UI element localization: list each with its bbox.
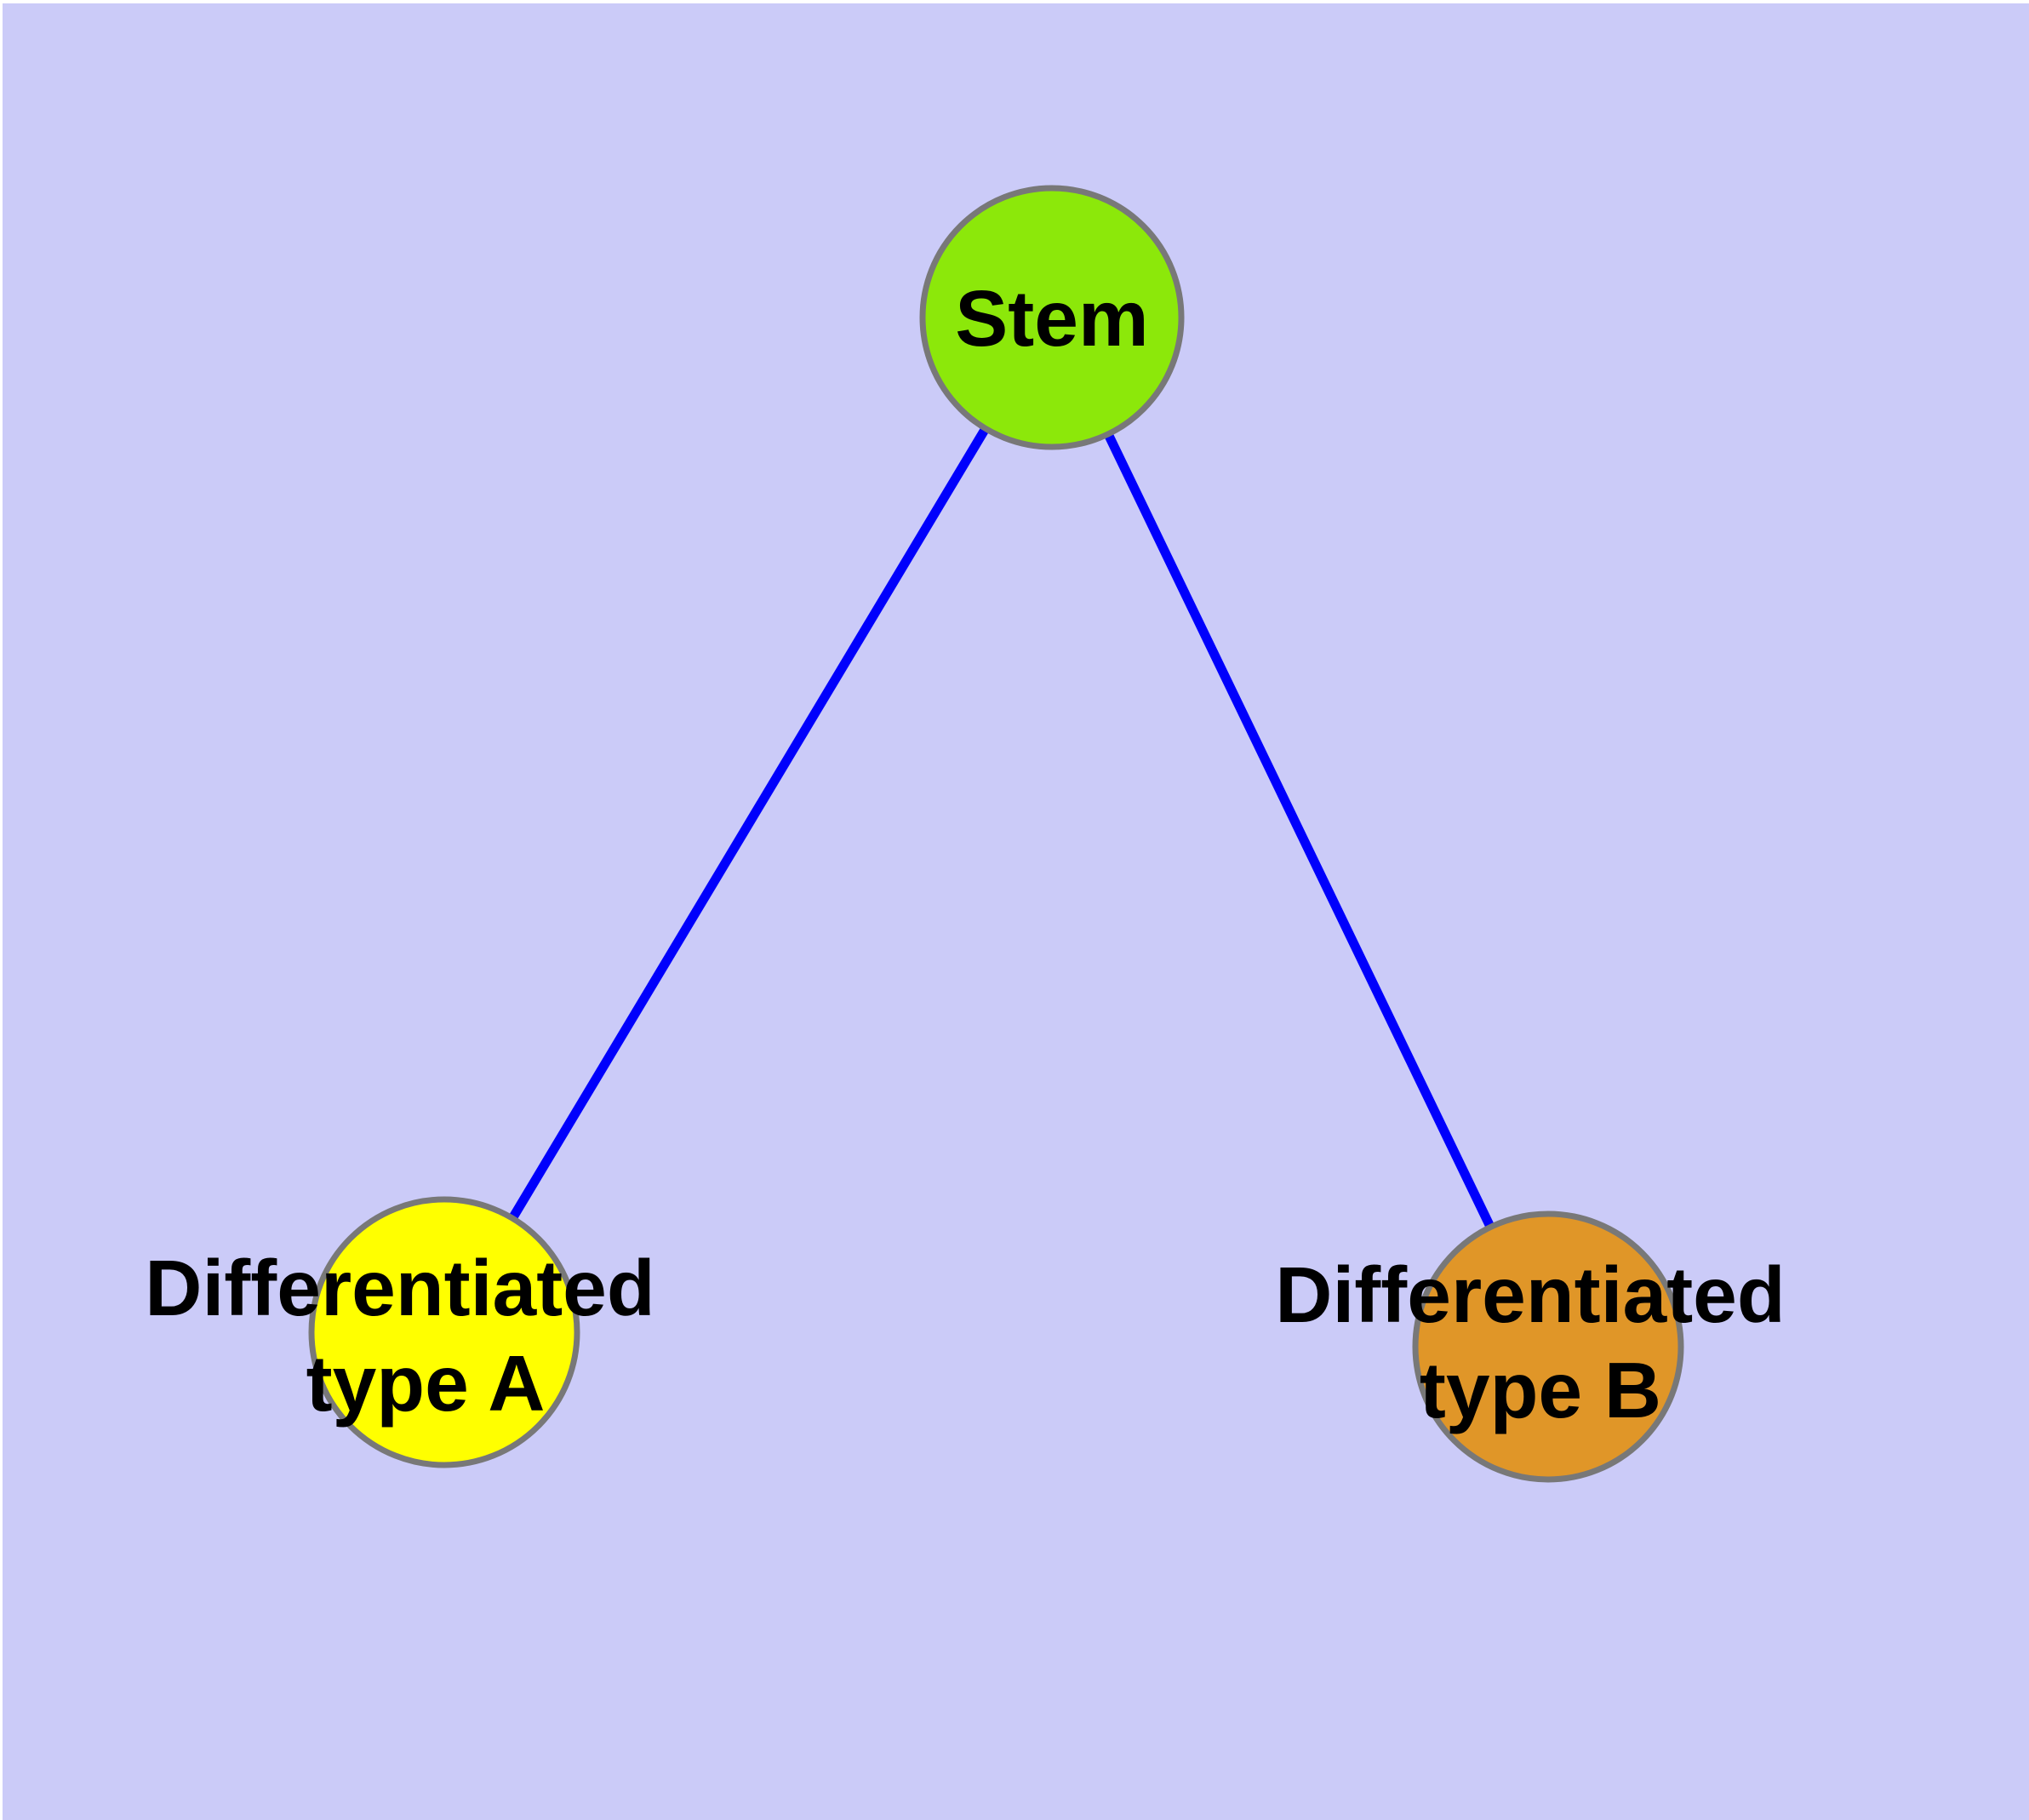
node-type-b-label-line2: type B <box>1420 1346 1661 1434</box>
left-frame-edge <box>0 0 3 1820</box>
node-stem-circle <box>919 185 1185 450</box>
top-frame-edge <box>0 0 2029 3</box>
node-type-a-circle <box>308 1196 580 1468</box>
node-type-a-label-line1: Differentiated <box>145 1244 654 1332</box>
node-type-b-circle <box>1412 1210 1684 1483</box>
node-stem-label: Stem <box>955 274 1148 363</box>
node-type-b-label-line1: Differentiated <box>1275 1251 1785 1339</box>
edge-stem-to-type-a <box>440 315 1056 1335</box>
node-type-a-label-line2: type A <box>306 1339 546 1428</box>
edge-stem-to-type-b <box>1048 315 1552 1349</box>
